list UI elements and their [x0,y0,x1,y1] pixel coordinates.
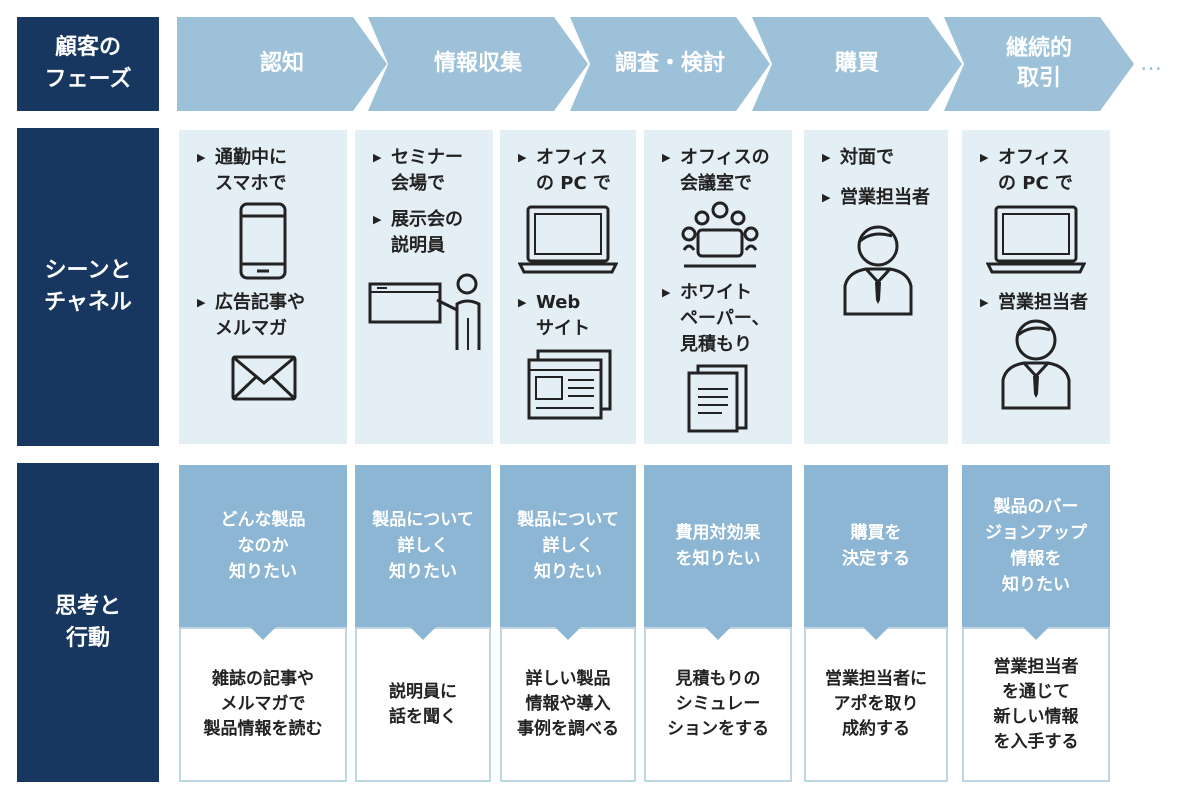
pointer-triangle [705,627,731,640]
browser-windows-icon [527,349,612,420]
thought-cell: 費用対効果 を知りたい [644,465,792,627]
action-cell: 営業担当者に アポを取り 成約する [804,627,948,782]
action-cell: 詳しい製品 情報や導入 事例を調べる [500,627,636,782]
meeting-icon [681,201,759,268]
phase-chevron-awareness: 認知 [177,17,387,111]
scene-item: Web サイト [518,290,628,342]
phase-label: 認知 [259,51,304,76]
presenter-icon [368,273,481,350]
pointer-triangle [1023,627,1049,640]
scene-item: 展示会の 説明員 [373,207,485,259]
salesperson-icon [1001,319,1071,410]
action-cell: 営業担当者 を通じて 新しい情報 を入手する [962,627,1110,782]
scene-column-awareness: 通勤中に スマホで 広告記事や メルマガ [179,130,347,444]
chevron-shape [944,17,1134,111]
scene-item: オフィス の PC で [518,145,628,197]
phase-label: 継続的 取引 [1005,36,1072,91]
envelope-icon [231,355,297,401]
phase-chevron-info-gathering: 情報収集 [368,17,588,111]
chevron-shape [177,17,387,111]
scene-item: オフィス の PC で [980,145,1102,197]
scene-column-continuing: オフィス の PC で 営業担当者 [962,130,1110,444]
chevron-shape [368,17,588,111]
phase-label: 情報収集 [433,51,522,76]
thought-cell: 製品について 詳しく 知りたい [355,465,491,627]
thought-row-label: 思考と 行動 [17,463,159,782]
scene-item: セミナー 会場で [373,145,485,197]
scene-column-research: オフィス の PC で Web サイト [500,130,636,444]
pointer-triangle [555,627,581,640]
scene-item: 広告記事や メルマガ [197,290,339,342]
laptop-icon [518,205,618,274]
chevron-shape [570,17,770,111]
scene-column-purchase: 対面で 営業担当者 [804,130,948,444]
pointer-triangle [250,627,276,640]
continuation-dots: … [1140,50,1198,76]
action-cell: 見積もりの シミュレー ションをする [644,627,792,782]
phase-row-label: 顧客の フェーズ [17,17,159,111]
document-icon [687,364,748,433]
thought-cell: 製品のバー ジョンアップ 情報を 知りたい [962,465,1110,627]
scene-column-info-gathering: セミナー 会場で 展示会の 説明員 [355,130,493,444]
thought-cell: どんな製品 なのか 知りたい [179,465,347,627]
thought-cell: 製品について 詳しく 知りたい [500,465,636,627]
pointer-triangle [410,627,436,640]
phase-label: 調査・検討 [614,51,725,76]
scene-column-research-2: オフィスの 会議室で ホワイト ペーパー、 見積もり [644,130,792,444]
action-cell: 雑誌の記事や メルマガで 製品情報を読む [179,627,347,782]
continuation-label: … [1140,50,1165,76]
pointer-triangle [863,627,889,640]
phase-chevron-research: 調査・検討 [570,17,770,111]
scene-item: 営業担当者 [822,185,940,211]
thought-cell: 購買を 決定する [804,465,948,627]
scene-item: 対面で [822,145,940,171]
scene-row-label: シーンと チャネル [17,128,159,446]
chevron-shape [752,17,962,111]
scene-item: 営業担当者 [980,290,1102,316]
scene-item: ホワイト ペーパー、 見積もり [662,280,784,358]
phase-label: 購買 [834,51,879,76]
laptop-icon [986,205,1086,274]
phase-chevron-continuing: 継続的 取引 [944,17,1134,111]
scene-item: オフィスの 会議室で [662,145,784,197]
phase-chevron-purchase: 購買 [752,17,962,111]
salesperson-icon [843,225,913,316]
smartphone-icon [239,202,287,280]
scene-item: 通勤中に スマホで [197,145,339,197]
action-cell: 説明員に 話を聞く [355,627,491,782]
